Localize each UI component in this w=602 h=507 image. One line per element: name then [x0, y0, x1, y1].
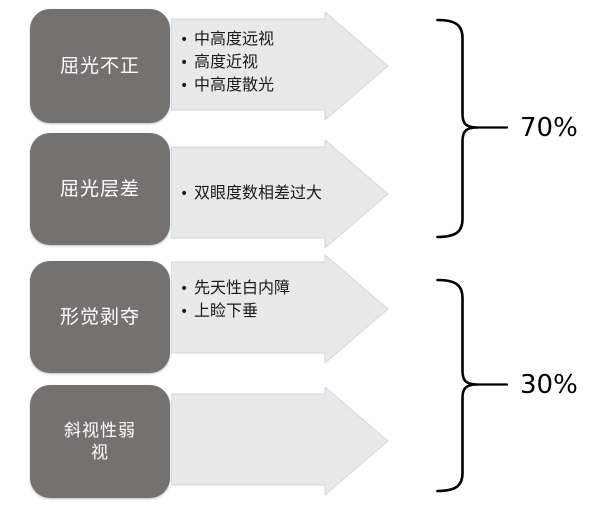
category-box-refractive-error: 屈光不正 — [30, 9, 170, 123]
brace-top-group — [436, 18, 479, 239]
bullet-list-row3: • 先天性白内障 • 上睑下垂 — [180, 277, 370, 323]
category-label: 形觉剥夺 — [59, 306, 140, 328]
category-label: 屈光不正 — [59, 55, 140, 77]
arrow-shape-row3 — [171, 255, 389, 363]
bullet-text: 高度近视 — [194, 52, 259, 71]
list-item: • 上睑下垂 — [180, 300, 370, 323]
category-box-strabismic-amblyopia: 斜视性弱视 — [30, 385, 170, 498]
bullet-text: 先天性白内障 — [194, 278, 291, 297]
list-item: • 双眼度数相差过大 — [180, 182, 370, 205]
list-item: • 中高度远视 — [180, 28, 370, 51]
percent-label-bottom: 30% — [520, 370, 578, 400]
bullet-icon: • — [180, 78, 189, 94]
bullet-list-row1: • 中高度远视 • 高度近视 • 中高度散光 — [180, 28, 370, 97]
bullet-text: 中高度散光 — [194, 75, 275, 94]
arrow-shape-row2 — [171, 140, 389, 248]
brace-bottom-group — [436, 278, 479, 493]
list-item: • 高度近视 — [180, 51, 370, 74]
list-item: • 先天性白内障 — [180, 277, 370, 300]
bullet-icon: • — [180, 32, 189, 48]
category-label: 屈光层差 — [59, 178, 140, 200]
bullet-list-row2: • 双眼度数相差过大 — [180, 182, 370, 205]
arrow-shape-row1 — [171, 12, 389, 120]
bullet-icon: • — [180, 186, 189, 202]
list-item: • 中高度散光 — [180, 74, 370, 97]
bullet-icon: • — [180, 55, 189, 71]
bullet-text: 双眼度数相差过大 — [194, 183, 323, 202]
bullet-icon: • — [180, 281, 189, 297]
category-box-anisometropia: 屈光层差 — [30, 133, 170, 245]
bullet-text: 中高度远视 — [194, 29, 275, 48]
category-label: 斜视性弱视 — [64, 420, 136, 463]
bullet-icon: • — [180, 304, 189, 320]
bullet-text: 上睑下垂 — [194, 301, 259, 320]
percent-label-top: 70% — [520, 113, 578, 143]
arrow-shape-row4 — [171, 387, 389, 495]
category-box-form-deprivation: 形觉剥夺 — [30, 261, 170, 373]
